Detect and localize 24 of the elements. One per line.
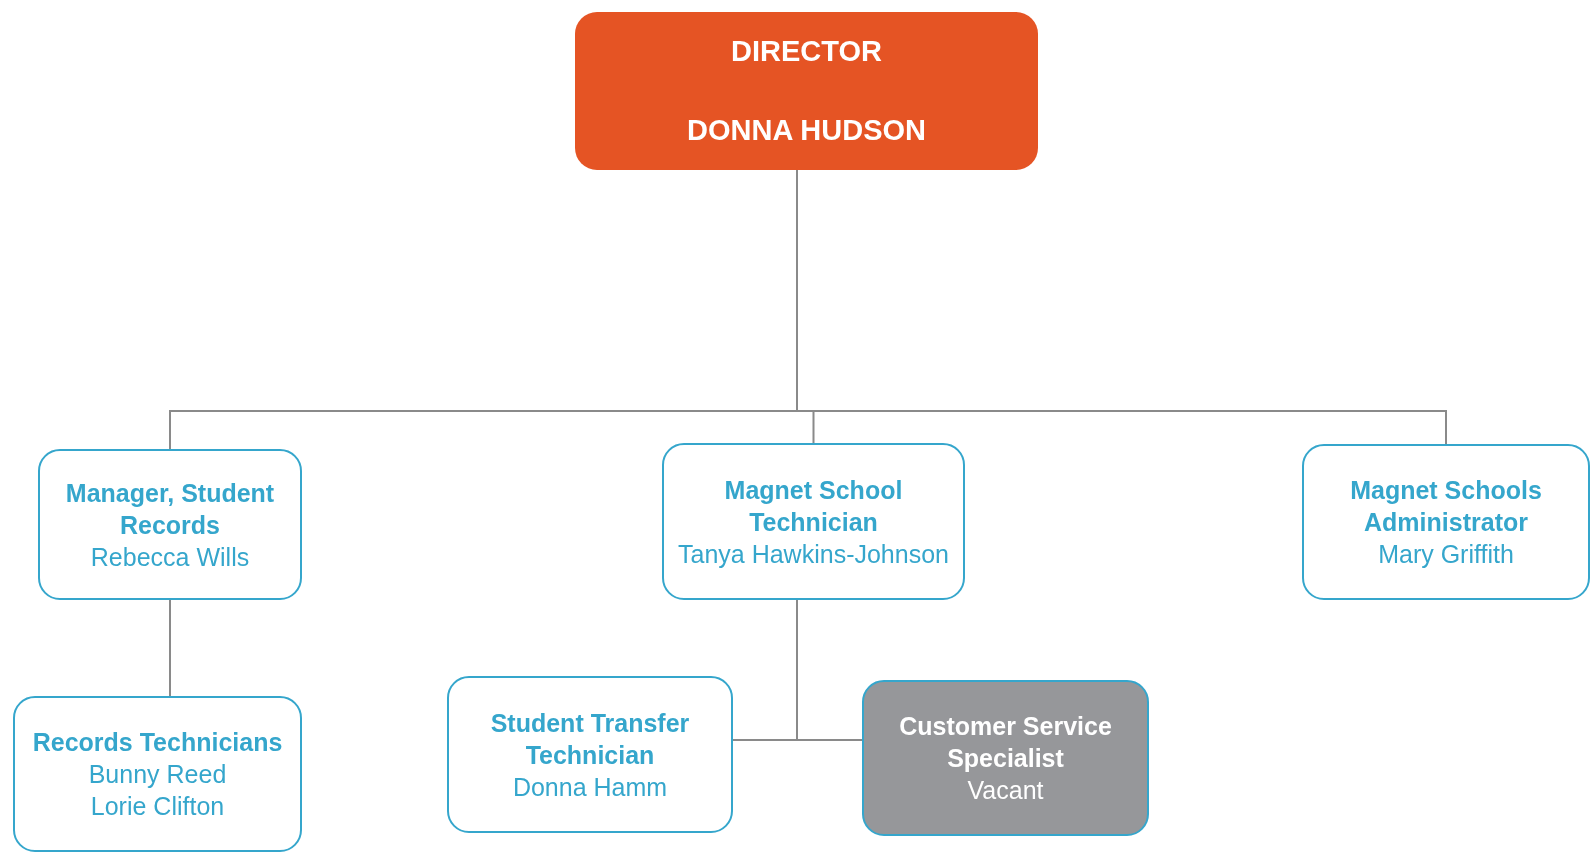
position-title: DIRECTOR [731, 33, 882, 69]
position-title: Magnet Schools Administrator [1349, 475, 1543, 538]
position-box [662, 443, 965, 600]
position-box [862, 680, 1149, 836]
connector-line [796, 599, 863, 741]
position-box [447, 676, 733, 833]
position-box [13, 696, 302, 852]
position-title: Customer Service Specialist [898, 711, 1113, 774]
person-name: Rebecca Wills [90, 541, 250, 573]
person-name: Lorie Clifton [90, 791, 225, 822]
position-box [1302, 444, 1590, 600]
person-name: Vacant [967, 775, 1044, 806]
position-title: Student Transfer Technician [489, 707, 691, 771]
director-box [575, 12, 1038, 170]
position-title: Manager, Student Records [64, 477, 276, 541]
person-name: Tanya Hawkins-Johnson [678, 538, 949, 570]
person-name: Mary Griffith [1378, 539, 1514, 570]
person-name: Bunny Reed [88, 759, 227, 790]
position-title: Records Technicians [32, 727, 283, 758]
person-name: Donna Hamm [512, 771, 668, 803]
connector-line [169, 599, 171, 697]
person-name: DONNA HUDSON [687, 112, 926, 148]
position-box [38, 449, 302, 600]
position-title: Magnet School Technician [723, 474, 904, 538]
